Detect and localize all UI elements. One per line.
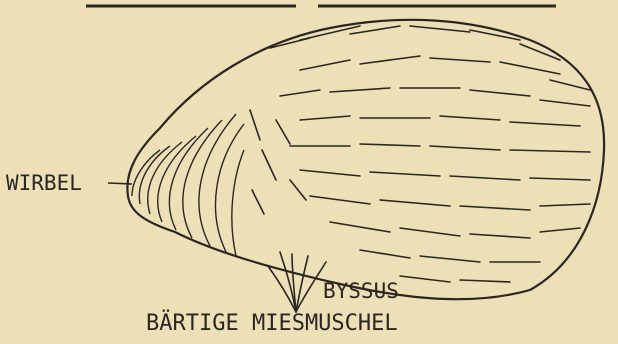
byssus-threads [268, 252, 326, 312]
byssus-label: BYSSUS [323, 279, 399, 303]
shell-hair-strokes [250, 26, 590, 282]
wirbel-leader-line [108, 183, 132, 184]
wirbel-label: WIRBEL [6, 171, 82, 195]
figure-title: BÄRTIGE MIESMUSCHEL [146, 311, 398, 336]
shell-outline [127, 20, 604, 299]
umbo-rings [132, 114, 244, 256]
